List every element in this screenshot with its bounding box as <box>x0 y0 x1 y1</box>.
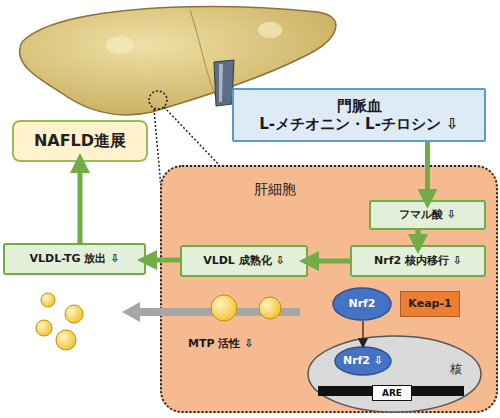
annotation-label: MTP 活性 ⇩ <box>188 336 253 351</box>
ellipse-shape <box>335 347 391 375</box>
flow-arrow <box>78 162 83 243</box>
secretion-arrow <box>138 308 300 316</box>
protein-ellipse: Nrf2 <box>332 287 392 321</box>
magnify-circle <box>149 91 167 109</box>
process-box: VLDL-TG 放出 ⇩ <box>3 243 146 275</box>
flow-arrow <box>416 230 421 245</box>
nucleus-ellipse: 核 Nrf2 ⇩ ARE <box>307 335 482 413</box>
liver-lobe-line <box>190 10 215 95</box>
cell-region: 肝細胞フマル酸 ⇩ VLDL 成熟化 ⇩ Nrf2 核内移行 ⇩ Nrf2 Keap-1… <box>160 165 498 413</box>
magnify-line <box>164 107 222 168</box>
flow-arrow <box>146 258 180 263</box>
node-text: Nrf2 核内移行 ⇩ <box>374 254 462 267</box>
lipoprotein-particle <box>259 297 281 319</box>
node-text: フマル酸 ⇩ <box>399 208 456 221</box>
process-box: フマル酸 ⇩ <box>369 200 486 230</box>
dna-strand <box>318 386 464 396</box>
node-text: Nrf2 <box>348 297 375 310</box>
process-box: VLDL 成熟化 ⇩ <box>180 245 308 277</box>
portal-vein <box>214 60 234 106</box>
process-box: Nrf2 核内移行 ⇩ <box>350 245 486 277</box>
ellipse-shape <box>333 288 391 320</box>
flow-arrow <box>308 259 350 264</box>
liver-spot <box>106 36 134 54</box>
outcome-box: NAFLD進展 <box>12 120 148 162</box>
ellipse-shape <box>308 336 481 412</box>
node-text: Nrf2 ⇩ <box>343 354 383 367</box>
node-text: L-メチオニン・L-チロシン ⇩ <box>259 115 458 133</box>
lipoprotein-particle <box>65 305 83 323</box>
protein-box: Keap-1 <box>400 291 460 317</box>
lipoprotein-particle <box>41 293 55 307</box>
portal-vein-highlight <box>219 64 223 102</box>
lipoprotein-particle <box>36 320 52 336</box>
liver-spot <box>258 22 282 38</box>
input-box: 門脈血L-メチオニン・L-チロシン ⇩ <box>232 88 486 142</box>
node-text: VLDL 成熟化 ⇩ <box>203 254 285 267</box>
node-text: Keap-1 <box>408 297 451 310</box>
translocation-arrow <box>362 321 363 346</box>
edge-layer <box>80 142 428 346</box>
lipoprotein-particle <box>56 330 76 350</box>
node-text: ARE <box>382 388 402 399</box>
node-text: 核 <box>450 362 462 376</box>
protein-ellipse: Nrf2 ⇩ <box>334 346 392 376</box>
node-text: VLDL-TG 放出 ⇩ <box>29 252 119 265</box>
node-text: NAFLD進展 <box>34 131 126 150</box>
element-box: ARE <box>372 385 412 401</box>
node-text: 門脈血 <box>337 97 382 115</box>
flow-arrow <box>425 142 430 200</box>
secretion-arrowhead <box>122 302 140 322</box>
node-text: 肝細胞 <box>254 181 296 198</box>
lipoprotein-particle <box>211 295 237 321</box>
